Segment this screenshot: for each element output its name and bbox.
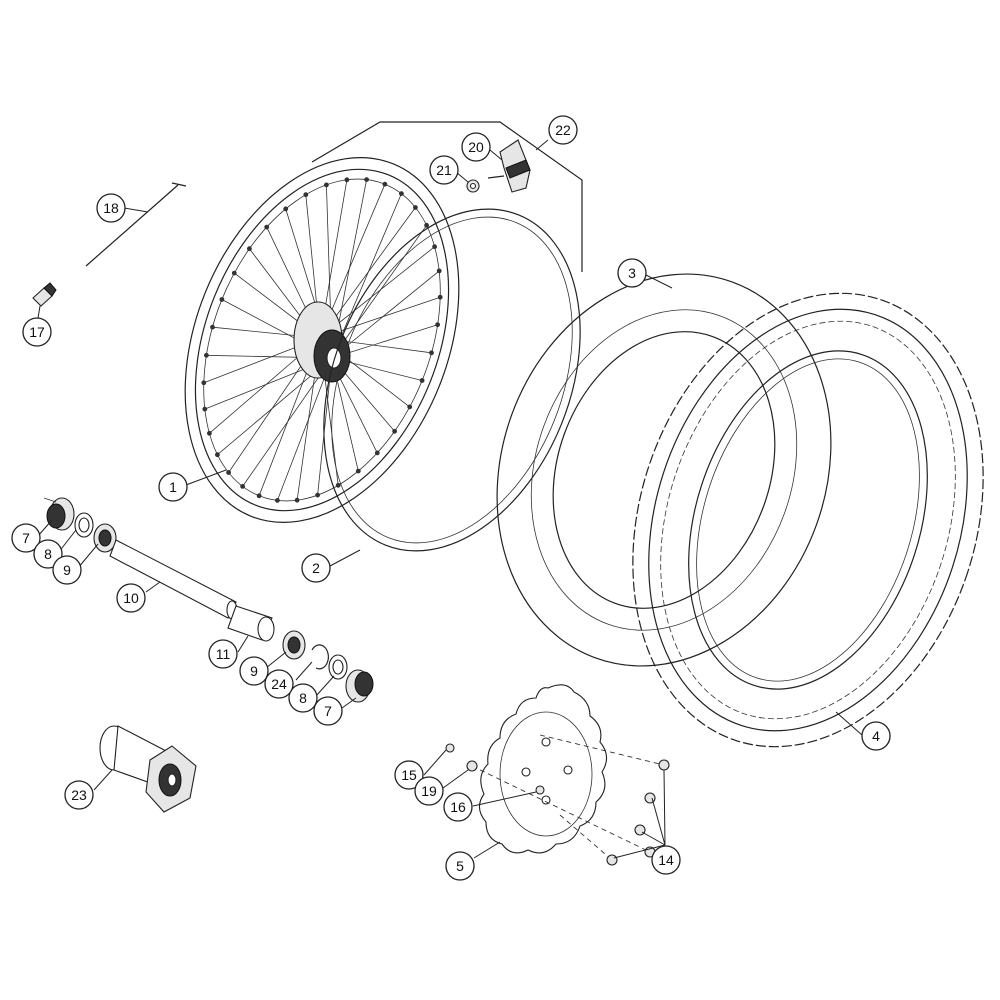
svg-text:5: 5	[456, 858, 464, 874]
callout-21: 21	[429, 155, 459, 185]
hub-part-23	[99, 725, 197, 813]
callout-9-right: 9	[239, 656, 269, 686]
spacer-part-11	[227, 605, 275, 642]
svg-text:18: 18	[103, 200, 119, 216]
bearing-part-9-left	[93, 523, 117, 553]
callout-23: 23	[64, 780, 94, 810]
callout-8-left: 8	[33, 539, 63, 569]
inner-tube-part-3	[496, 273, 832, 667]
spacer-ring-part-8-right	[328, 654, 348, 680]
callout-22: 22	[548, 115, 578, 145]
svg-text:11: 11	[216, 646, 231, 662]
svg-text:23: 23	[71, 787, 87, 803]
callout-9-left: 9	[52, 555, 82, 585]
svg-text:16: 16	[450, 799, 466, 815]
nut-part-19	[466, 760, 478, 772]
nut-part-21	[466, 179, 480, 193]
callout-14: 14	[651, 845, 681, 875]
svg-text:1: 1	[169, 479, 177, 495]
svg-text:17: 17	[29, 324, 45, 340]
seal-part-7-right	[345, 669, 374, 703]
svg-text:20: 20	[468, 139, 484, 155]
screw-part-16	[535, 785, 545, 795]
wheel-hub	[293, 301, 351, 383]
svg-text:7: 7	[324, 703, 332, 719]
callout-2: 2	[301, 553, 331, 583]
svg-text:7: 7	[22, 530, 30, 546]
callout-11: 11	[208, 639, 238, 669]
circlip-part-24	[311, 644, 329, 670]
group-bracket-22	[311, 121, 583, 272]
svg-text:21: 21	[436, 162, 452, 178]
seal-part-7-left	[43, 497, 75, 531]
bolt-part-14	[471, 734, 670, 866]
callout-7-right: 7	[313, 696, 343, 726]
callout-7-left: 7	[11, 523, 41, 553]
svg-text:10: 10	[123, 590, 139, 606]
svg-text:2: 2	[312, 560, 320, 576]
rim-band-part-2	[323, 208, 581, 552]
leader-lines	[37, 139, 863, 859]
callout-4: 4	[861, 721, 891, 751]
spoke-part-18	[85, 182, 187, 267]
spacer-ring-part-8-left	[74, 512, 94, 538]
brake-disc-part-5	[478, 684, 608, 854]
svg-text:8: 8	[299, 690, 307, 706]
callout-5: 5	[445, 851, 475, 881]
callout-8-right: 8	[288, 683, 318, 713]
svg-text:3: 3	[628, 265, 636, 281]
tyre-part-4	[632, 292, 984, 748]
callout-15: 15	[394, 760, 424, 790]
rim-lock-part-20	[487, 139, 531, 193]
callout-20: 20	[461, 132, 491, 162]
svg-text:9: 9	[63, 562, 71, 578]
svg-text:24: 24	[271, 676, 287, 692]
svg-text:8: 8	[44, 546, 52, 562]
bearing-part-9-right	[282, 630, 306, 660]
axle-part-10	[109, 539, 238, 620]
svg-text:9: 9	[250, 663, 258, 679]
svg-text:22: 22	[555, 122, 571, 138]
washer-part-15	[445, 743, 455, 753]
callout-1: 1	[158, 472, 188, 502]
callout-16: 16	[443, 792, 473, 822]
spoked-wheel-part-1	[184, 157, 460, 523]
svg-text:14: 14	[658, 852, 674, 868]
svg-text:15: 15	[401, 767, 417, 783]
callout-19: 19	[414, 776, 444, 806]
svg-text:19: 19	[421, 783, 437, 799]
callout-3: 3	[617, 258, 647, 288]
nipple-part-17	[32, 282, 57, 307]
callout-10: 10	[116, 583, 146, 613]
svg-text:4: 4	[872, 728, 880, 744]
callout-17: 17	[22, 317, 52, 347]
callout-18: 18	[96, 193, 126, 223]
callout-24: 24	[264, 669, 294, 699]
